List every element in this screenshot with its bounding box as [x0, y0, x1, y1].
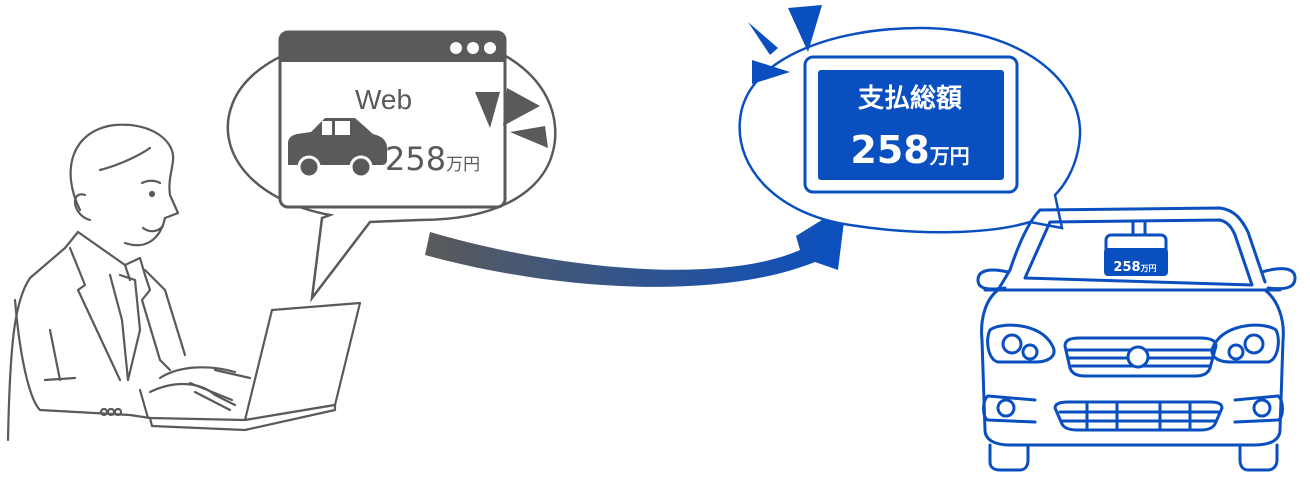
total-payment-number: 258: [850, 128, 930, 172]
businessman-illustration: [6, 123, 362, 442]
emphasis-burst-icon: [475, 88, 548, 148]
emphasis-burst-icon: [748, 5, 822, 84]
total-payment-unit: 万円: [929, 144, 970, 168]
web-listed-price: 258万円: [385, 140, 480, 178]
right-speech-bubble: [738, 26, 1082, 234]
browser-title: Web: [355, 84, 413, 115]
total-payment-label: 支払総額: [857, 84, 962, 114]
transition-arrow: [425, 205, 846, 287]
car-price-tag: 258万円: [1104, 256, 1166, 275]
price-tag: [1104, 248, 1168, 276]
browser-window: [278, 30, 507, 209]
car-icon: [288, 118, 387, 179]
total-payment-amount: 258万円: [820, 128, 1000, 172]
window-dots-icon: [450, 42, 496, 54]
web-price-number: 258: [385, 140, 447, 178]
car-price-number: 258: [1113, 260, 1141, 275]
car-price-unit: 万円: [1140, 264, 1157, 273]
car-front-illustration: [976, 206, 1297, 472]
web-price-unit: 万円: [446, 155, 481, 175]
